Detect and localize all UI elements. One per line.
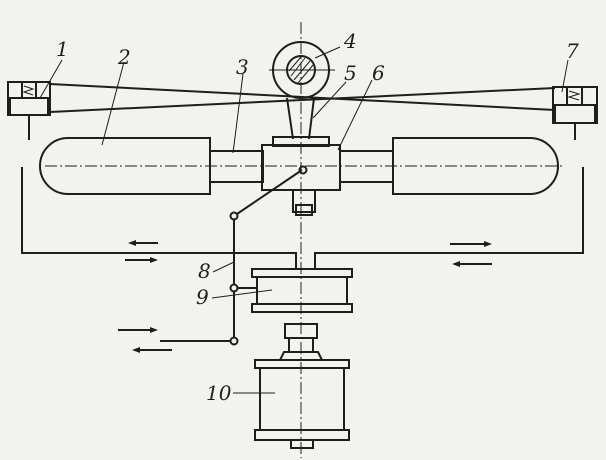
spring-support-right bbox=[552, 86, 598, 140]
label-10: 10 bbox=[206, 381, 232, 405]
label-8: 8 bbox=[198, 259, 211, 283]
arrow-right-lower bbox=[125, 257, 158, 263]
left-cylinder bbox=[39, 137, 211, 195]
motor bbox=[254, 359, 350, 449]
part-labels: 1 2 3 4 5 6 7 8 9 10 bbox=[56, 29, 579, 405]
arrow-left-lower bbox=[452, 261, 492, 267]
frame-loop bbox=[21, 167, 584, 268]
linkage bbox=[160, 169, 303, 346]
arrow-left-upper bbox=[128, 240, 158, 246]
arrow-left-input bbox=[132, 347, 172, 353]
drum bbox=[251, 268, 353, 313]
arrow-right-upper bbox=[450, 241, 492, 247]
label-2: 2 bbox=[117, 45, 131, 69]
label-9: 9 bbox=[196, 285, 209, 309]
eccentric bbox=[269, 41, 335, 140]
label-1: 1 bbox=[56, 37, 69, 61]
spring-support-left bbox=[7, 81, 51, 140]
arrow-right-input bbox=[118, 327, 158, 333]
label-4: 4 bbox=[343, 29, 357, 53]
flow-arrows bbox=[118, 240, 492, 353]
right-cylinder bbox=[392, 137, 559, 195]
label-5: 5 bbox=[344, 61, 357, 85]
label-7: 7 bbox=[566, 39, 579, 63]
leader-lines bbox=[39, 46, 569, 394]
label-3: 3 bbox=[236, 55, 249, 79]
label-6: 6 bbox=[372, 61, 385, 85]
